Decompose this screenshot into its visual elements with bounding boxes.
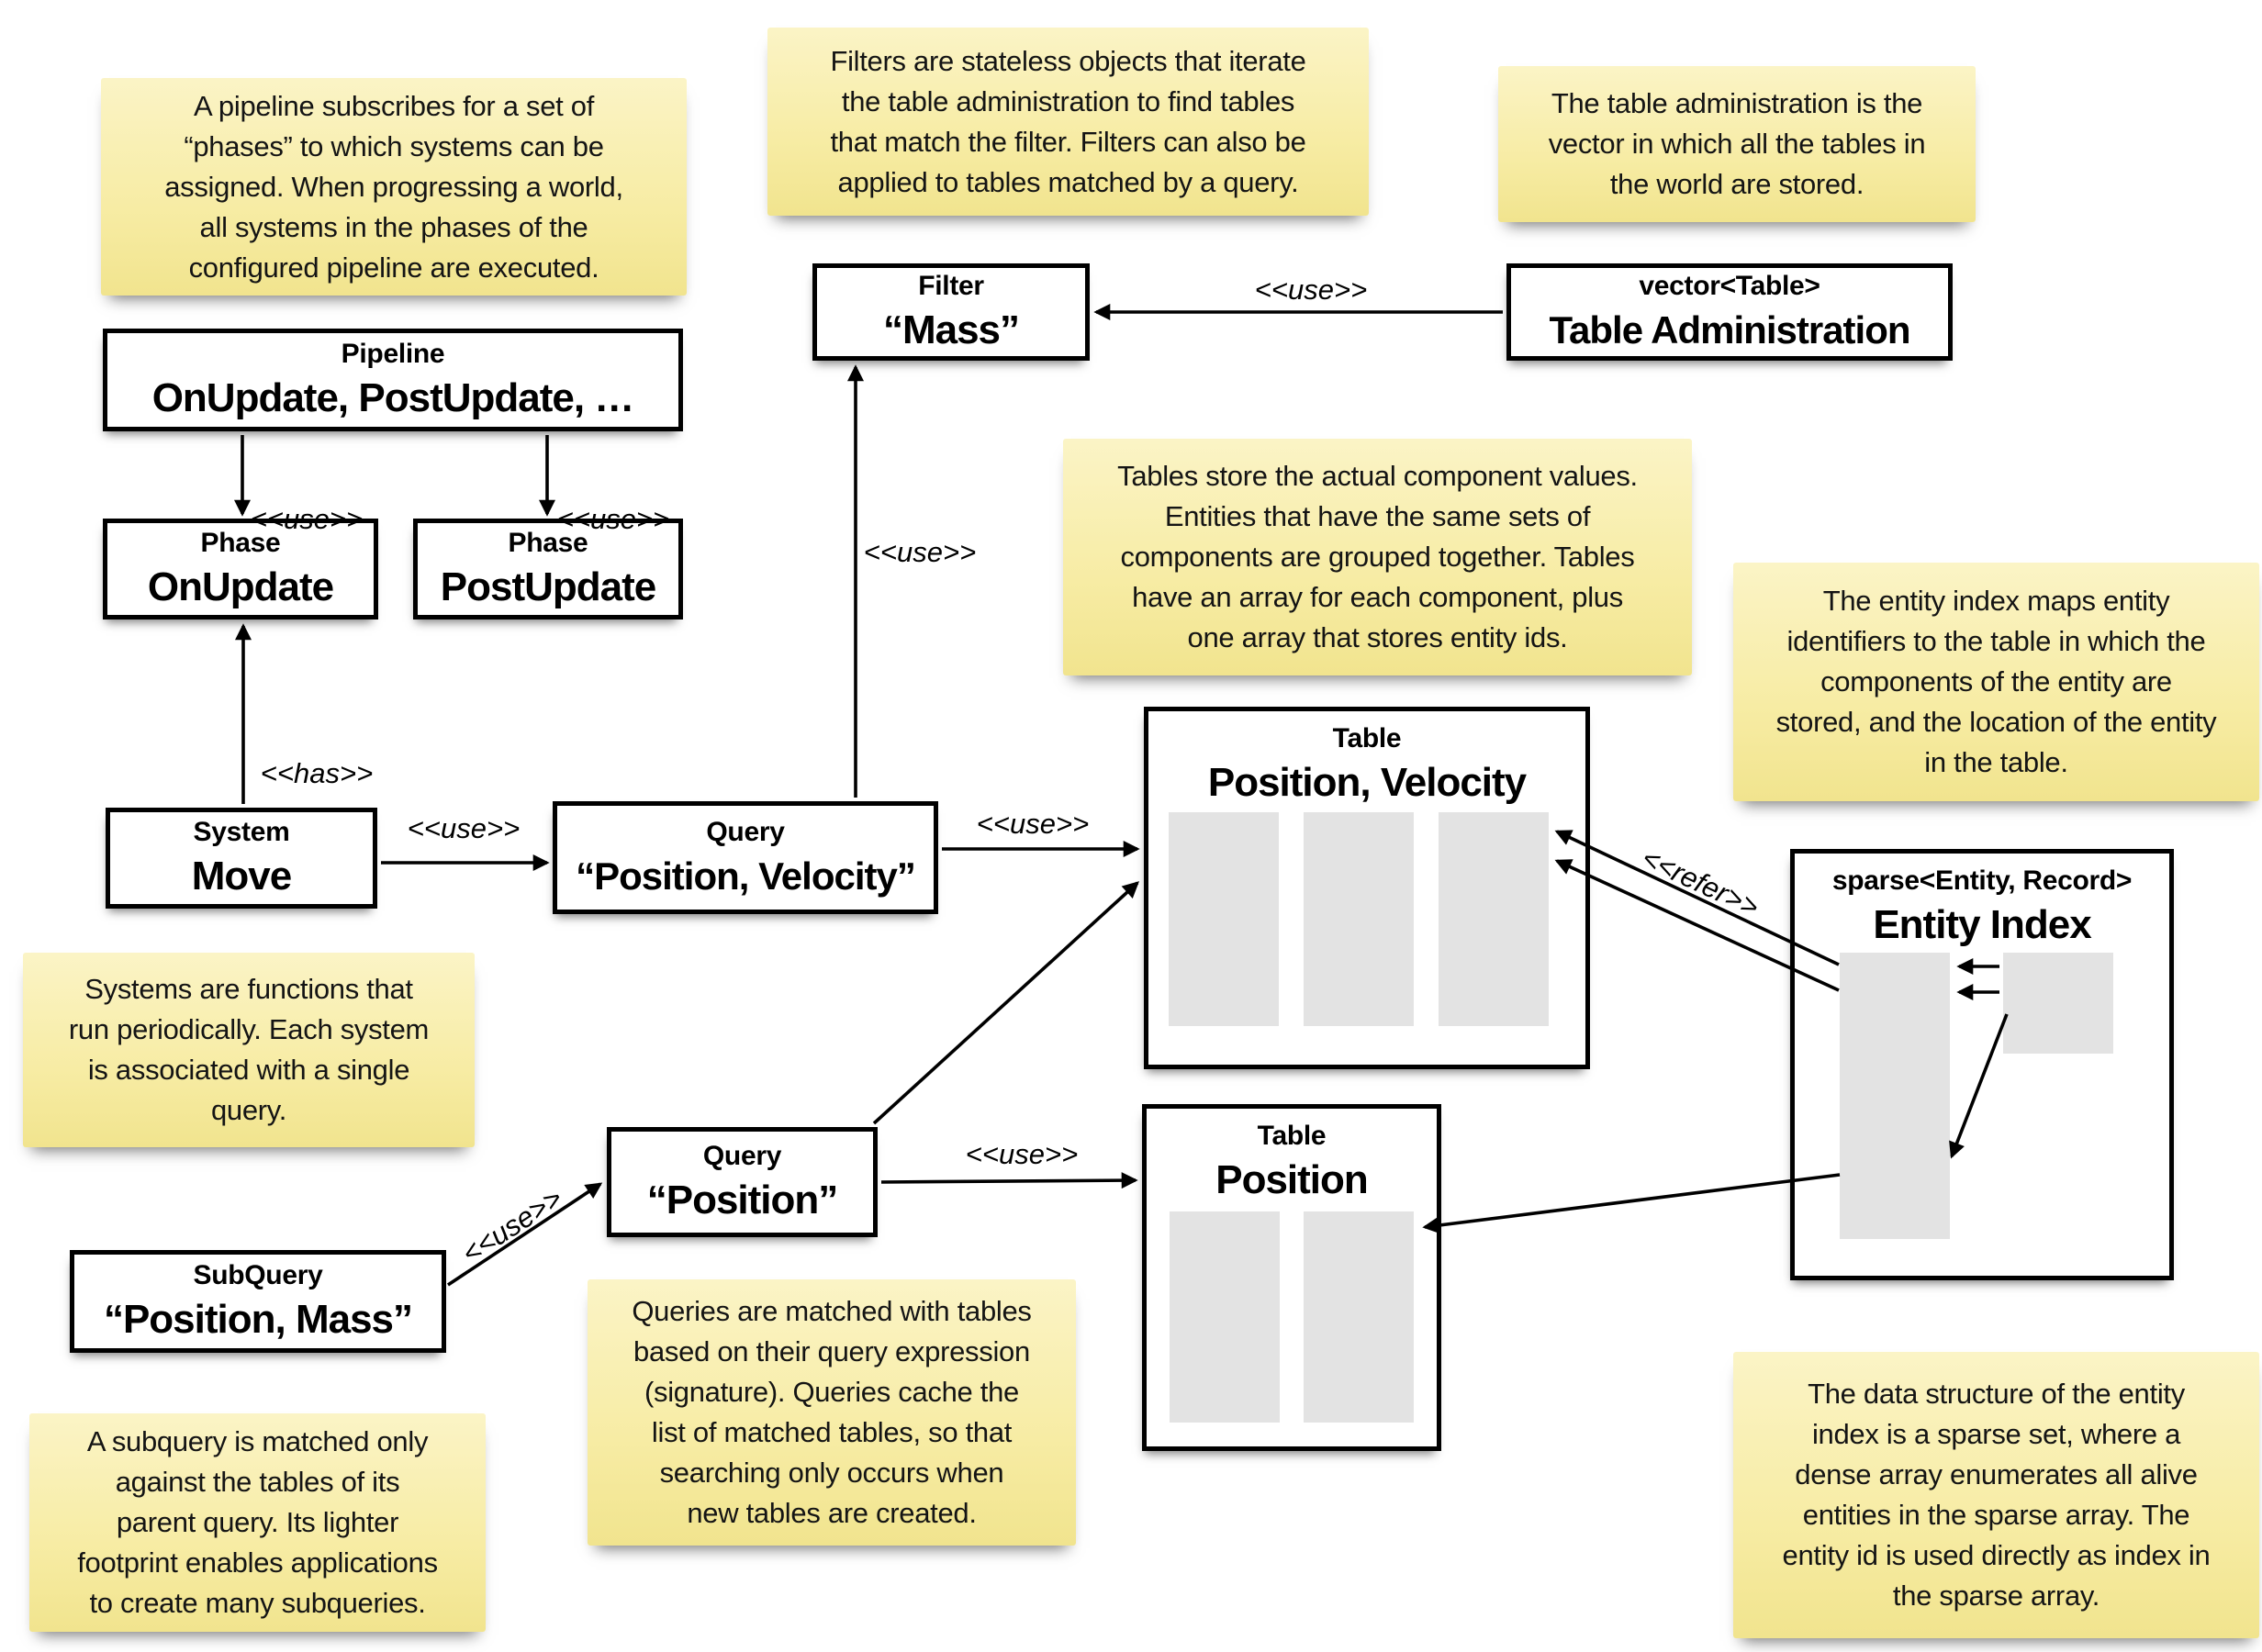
box-query-position-velocity: Query “Position, Velocity” <box>553 801 938 914</box>
note-sparse-set: The data structure of the entity index i… <box>1733 1352 2259 1638</box>
box-subquery: SubQuery “Position, Mass” <box>70 1250 446 1353</box>
note-text: The table administration is the vector i… <box>1548 87 1926 200</box>
box-title: Phase <box>508 528 588 558</box>
box-title: vector<Table> <box>1639 271 1820 301</box>
note-tables: Tables store the actual component values… <box>1063 439 1692 675</box>
box-label: Table Administration <box>1549 308 1910 352</box>
array-placeholder <box>1304 1211 1414 1423</box>
box-filter-mass: Filter “Mass” <box>812 263 1090 361</box>
box-label: Position, Velocity <box>1207 760 1527 805</box>
array-placeholder <box>1439 812 1549 1026</box>
note-subquery: A subquery is matched only against the t… <box>29 1413 486 1632</box>
box-entity-index: sparse<Entity, Record> Entity Index <box>1790 849 2174 1280</box>
box-title: SubQuery <box>193 1260 323 1290</box>
box-title: Query <box>706 816 785 847</box>
edge-label-use-query-filter: <<use>> <box>863 536 977 568</box>
box-label: Entity Index <box>1873 902 2091 947</box>
box-label: “Mass” <box>882 307 1020 352</box>
note-text: The entity index maps entity identifiers… <box>1775 585 2217 778</box>
edge-label-use-querypos-table: <<use>> <box>965 1138 1079 1170</box>
box-label: OnUpdate <box>147 564 334 609</box>
arrow-querypos-to-tablepv <box>872 881 1139 1125</box>
note-pipeline: A pipeline subscribes for a set of “phas… <box>101 78 687 296</box>
box-title: Query <box>702 1141 782 1171</box>
note-filters: Filters are stateless objects that itera… <box>767 28 1369 216</box>
edge-label-refer-entityindex-table: <<refer>> <box>1637 841 1764 924</box>
array-placeholder <box>1170 1211 1280 1423</box>
note-text: A pipeline subscribes for a set of “phas… <box>164 89 623 284</box>
box-title: Filter <box>918 271 984 301</box>
box-label: OnUpdate, PostUpdate, … <box>151 375 635 420</box>
box-title: sparse<Entity, Record> <box>1831 865 2133 896</box>
box-title: Pipeline <box>341 339 445 369</box>
note-text: Tables store the actual component values… <box>1117 460 1638 653</box>
arrow-entityindex-to-tablepos <box>1422 1173 1841 1234</box>
box-table-administration: vector<Table> Table Administration <box>1506 263 1953 361</box>
note-text: The data structure of the entity index i… <box>1782 1378 2211 1612</box>
note-systems: Systems are functions that run periodica… <box>23 953 475 1147</box>
box-label: “Position, Mass” <box>103 1297 413 1342</box>
edge-label-has-system-phase: <<has>> <box>260 757 374 789</box>
array-placeholder <box>1304 812 1414 1026</box>
box-title: Table <box>1332 723 1402 753</box>
box-label: “Position, Velocity” <box>576 854 916 898</box>
note-entity-index: The entity index maps entity identifiers… <box>1733 563 2259 801</box>
box-label: Move <box>191 854 292 899</box>
edge-label-use-tableadmin-filter: <<use>> <box>1254 273 1368 306</box>
box-title: System <box>193 817 290 847</box>
edge-label-use-system-query: <<use>> <box>407 812 521 844</box>
arrow-querypos-to-tablepos <box>880 1172 1138 1189</box>
box-label: Position <box>1215 1157 1369 1202</box>
box-query-position: Query “Position” <box>607 1127 878 1237</box>
note-text: Filters are stateless objects that itera… <box>830 44 1306 198</box>
array-placeholder <box>1169 812 1279 1026</box>
box-label: PostUpdate <box>440 564 656 609</box>
edge-label-use-querypv-table: <<use>> <box>976 808 1090 840</box>
array-placeholder <box>1840 953 1950 1239</box>
edge-label-use-subquery-query: <<use>> <box>455 1181 568 1270</box>
note-queries: Queries are matched with tables based on… <box>588 1279 1076 1546</box>
box-label: “Position” <box>646 1178 839 1222</box>
note-table-administration: The table administration is the vector i… <box>1498 66 1976 222</box>
note-text: Queries are matched with tables based on… <box>632 1295 1032 1529</box>
edge-label-use-pipeline-onupdate: <<use>> <box>250 503 364 535</box>
array-placeholder <box>2003 953 2113 1054</box>
box-title: Table <box>1257 1121 1327 1151</box>
box-title: Phase <box>200 528 281 558</box>
note-text: A subquery is matched only against the t… <box>77 1425 438 1619</box>
edge-label-use-pipeline-postupdate: <<use>> <box>556 503 670 535</box>
note-text: Systems are functions that run periodica… <box>68 973 430 1126</box>
